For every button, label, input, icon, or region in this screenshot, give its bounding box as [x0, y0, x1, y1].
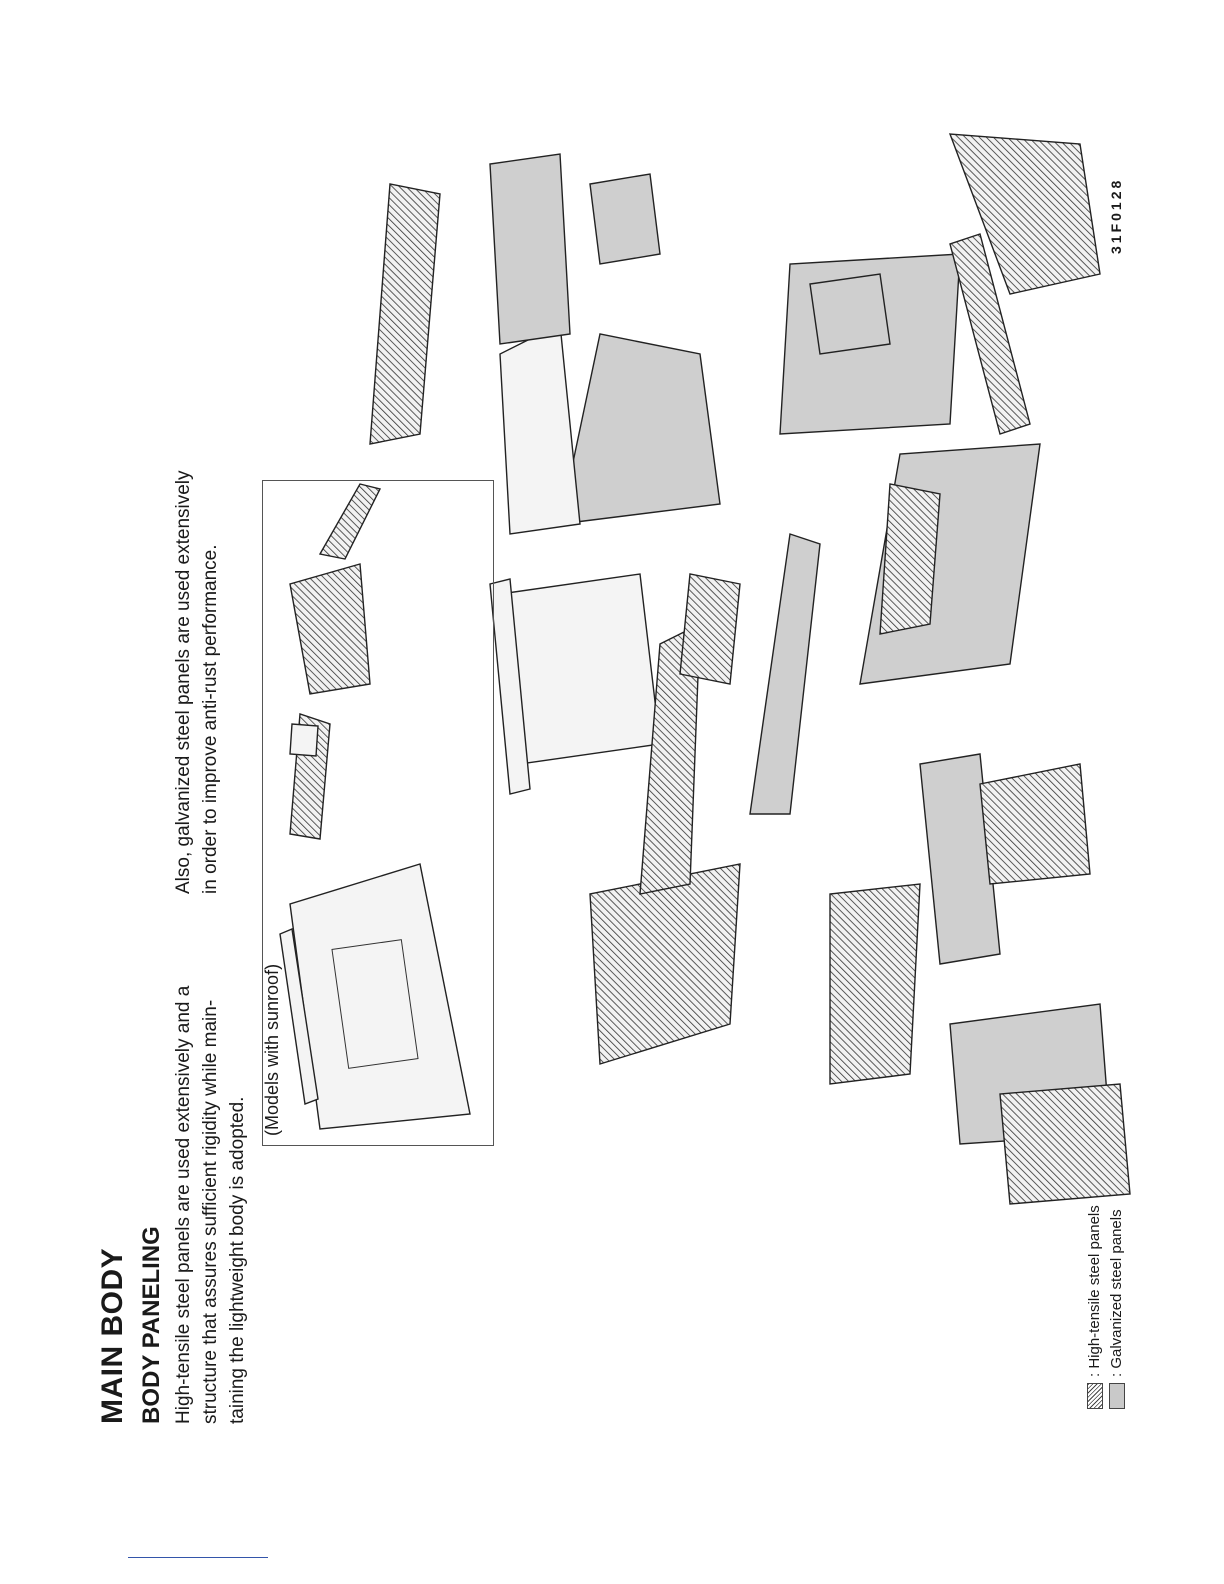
front-fender [979, 763, 1091, 885]
legend-label: : High-tensile steel panels [1086, 1205, 1103, 1377]
quarter-panel-inner [559, 333, 721, 525]
hatched-swatch-icon [1087, 1383, 1103, 1409]
main-parts-group [369, 133, 1131, 1205]
tunnel-reinforcement [879, 483, 941, 635]
sunroof-inset-frame [262, 480, 494, 1146]
legend: : High-tensile steel panels : Galvanized… [1084, 1205, 1128, 1409]
roof-rail-front [279, 928, 319, 1105]
figure-code: 31F0128 [1108, 177, 1124, 254]
small-bracket-inset [289, 723, 319, 757]
front-bumper-reinforcement [999, 1083, 1131, 1205]
gray-swatch-icon [1109, 1383, 1125, 1409]
parcel-shelf [589, 173, 661, 265]
legend-item-high-tensile: : High-tensile steel panels [1084, 1205, 1106, 1409]
back-panel [489, 153, 571, 345]
legend-label: : Galvanized steel panels [1108, 1209, 1125, 1377]
pillar-inset-2 [289, 563, 371, 695]
trunk-lid [948, 133, 1101, 295]
hood-panel [589, 863, 741, 1065]
rocker-panel [749, 533, 821, 815]
footer-rule [128, 1557, 268, 1558]
windshield-header [489, 578, 531, 795]
spare-tire-well [809, 273, 891, 355]
rear-side-member [949, 233, 1031, 435]
sunroof-parts-group [279, 483, 471, 1130]
quarter-window-frame [369, 183, 441, 445]
front-fender-apron [829, 883, 921, 1085]
wheelhouse-front [919, 753, 1001, 965]
pillar-inset-3 [318, 483, 382, 560]
inset-caption: (Models with sunroof) [262, 963, 282, 1136]
center-pillar [679, 573, 741, 685]
rear-wheelhouse [499, 322, 581, 535]
legend-item-galvanized: : Galvanized steel panels [1106, 1205, 1128, 1409]
